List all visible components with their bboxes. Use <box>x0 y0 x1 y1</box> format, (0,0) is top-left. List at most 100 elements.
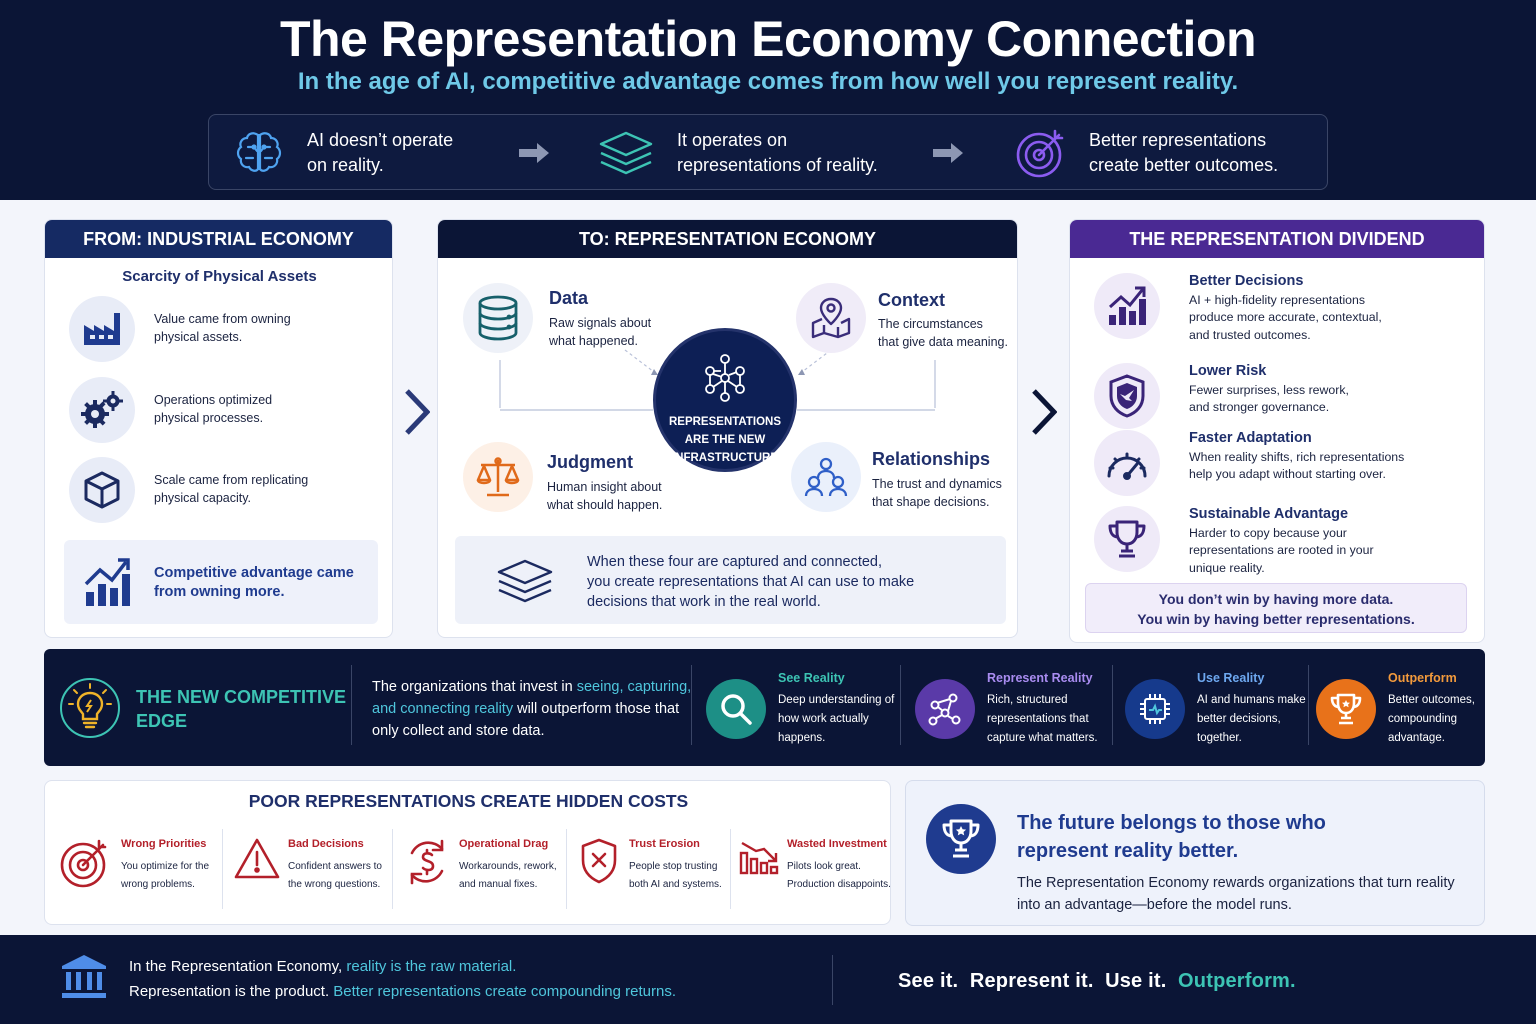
list-item: Operations optimized physical processes. <box>69 377 389 443</box>
node-judgment-title: Judgment <box>547 452 634 472</box>
dividend-callout: You don’t win by having more data. You w… <box>1085 583 1467 633</box>
step-title: Represent Reality <box>987 671 1093 685</box>
node-judgment-line1: Human insight about <box>547 480 662 494</box>
list-item: Value came from owning physical assets. <box>69 296 389 362</box>
dividend-title: Faster Adaptation <box>1189 430 1312 446</box>
chevron-right-icon <box>1031 388 1057 436</box>
industrial-economy-heading: FROM: INDUSTRIAL ECONOMY <box>45 220 392 258</box>
list-item-line2: physical processes. <box>154 410 264 425</box>
cost-title: Trust Erosion <box>629 838 700 850</box>
node-context-line2: that give data meaning. <box>878 334 1008 349</box>
people-icon <box>791 442 861 512</box>
list-item-line1: Value came from owning <box>154 312 291 326</box>
dividend-line: and stronger governance. <box>1189 400 1330 415</box>
dividend-title: Better Decisions <box>1189 273 1304 289</box>
edge-statement-part: The organizations that invest in <box>372 679 577 695</box>
flow-step-1: AI doesn’t operate on reality. <box>231 115 453 191</box>
edge-statement-part: will outperform those that only collect … <box>372 701 680 739</box>
chevron-right-icon <box>404 388 430 436</box>
connector-lines <box>499 349 936 411</box>
tagline-text: See it. Represent it. Use it. <box>898 970 1179 992</box>
representation-callout-line2: you create representations that AI can u… <box>587 574 915 590</box>
factory-icon <box>69 296 135 362</box>
flow-step-2: It operates on representations of realit… <box>597 115 878 191</box>
representation-dividend-panel: THE REPRESENTATION DIVIDEND Better Decis… <box>1069 219 1485 643</box>
future-text: The Representation Economy rewards organ… <box>1017 875 1455 913</box>
cost-title: Operational Drag <box>459 838 549 850</box>
cost-title: Bad Decisions <box>288 838 364 850</box>
trophy-icon <box>1094 506 1160 572</box>
step-desc: AI and humans make better decisions, tog… <box>1197 694 1306 744</box>
node-data-line2: what happened. <box>549 333 638 348</box>
representation-economy-heading: TO: REPRESENTATION ECONOMY <box>438 220 1017 258</box>
list-item-line2: physical assets. <box>154 329 243 344</box>
footer-tagline: See it. Represent it. Use it. Outperform… <box>898 970 1296 993</box>
target-icon <box>1013 125 1069 181</box>
trophy-icon <box>1316 679 1376 739</box>
growth-chart-icon <box>84 556 132 608</box>
node-context-line1: The circumstances <box>878 317 983 331</box>
hero-header: The Representation Economy Connection In… <box>0 0 1536 200</box>
industrial-economy-panel: FROM: INDUSTRIAL ECONOMY Scarcity of Phy… <box>44 219 393 638</box>
representation-callout-line3: decisions that work in the real world. <box>587 594 821 610</box>
target-miss-icon <box>59 837 111 889</box>
node-relationships-title: Relationships <box>872 449 991 469</box>
trophy-badge-icon <box>925 803 997 875</box>
network-nodes-icon <box>700 353 750 403</box>
flow-step-3-line2: create better outcomes. <box>1089 155 1279 175</box>
layers-icon <box>597 128 655 178</box>
map-pin-icon <box>796 283 866 353</box>
magnifier-icon <box>706 679 766 739</box>
cube-icon <box>69 457 135 523</box>
dollar-cycle-icon <box>404 837 450 887</box>
footer-line2: Representation is the product. Better re… <box>129 979 676 1004</box>
layers-icon <box>495 556 555 606</box>
representation-callout-line1: When these four are captured and connect… <box>587 554 883 570</box>
edge-title-line1: THE NEW COMPETITIVE <box>136 687 347 707</box>
cost-desc: Confident answers to the wrong questions… <box>288 861 382 890</box>
future-title-line1: The future belongs to those who <box>1017 812 1326 834</box>
dividend-line: When reality shifts, rich representation… <box>1189 450 1405 464</box>
step-title: See Reality <box>778 671 845 685</box>
flow-step-2-line1: It operates on <box>677 130 788 150</box>
edge-statement: The organizations that invest in seeing,… <box>372 676 692 742</box>
cost-title: Wasted Investment <box>787 838 887 850</box>
industrial-callout-line1: Competitive advantage came <box>154 565 354 581</box>
concept-flow: AI doesn’t operate on reality. It operat… <box>208 114 1328 190</box>
cost-item: Wasted Investment Pilots look great. Pro… <box>739 833 890 913</box>
dividend-line: Harder to copy because your <box>1189 526 1347 540</box>
tagline-highlight: Outperform. <box>1178 970 1296 992</box>
network-icon <box>915 679 975 739</box>
footer-line1: In the Representation Economy, reality i… <box>129 954 676 979</box>
node-data-title: Data <box>549 288 589 308</box>
cost-item: Bad Decisions Confident answers to the w… <box>234 833 404 913</box>
dividend-line: AI + high-fidelity representations <box>1189 293 1366 307</box>
list-item-line2: physical capacity. <box>154 490 252 505</box>
cost-title: Wrong Priorities <box>121 838 207 850</box>
dividend-line: help you adapt without starting over. <box>1189 467 1386 482</box>
dividend-line: produce more accurate, contextual, <box>1189 310 1382 325</box>
bar-chart-icon <box>1094 273 1160 339</box>
edge-title-line2: EDGE <box>136 711 188 731</box>
industrial-economy-subheading: Scarcity of Physical Assets <box>122 268 317 285</box>
cost-desc: You optimize for the wrong problems. <box>121 861 210 890</box>
step-desc: Better outcomes, compounding advantage. <box>1388 694 1475 744</box>
node-context-title: Context <box>878 290 945 310</box>
brain-icon <box>231 125 287 181</box>
arrow-right-icon <box>931 141 965 165</box>
dividend-title: Sustainable Advantage <box>1189 506 1349 522</box>
institution-icon <box>60 953 108 1001</box>
dividend-line: and trusted outcomes. <box>1189 327 1311 342</box>
footer-highlight: Better representations create compoundin… <box>333 983 676 1000</box>
hidden-costs-heading: POOR REPRESENTATIONS CREATE HIDDEN COSTS <box>248 791 689 811</box>
hub-label-line1: REPRESENTATIONS <box>668 416 782 428</box>
step-desc: Deep understanding of how work actually … <box>778 694 895 744</box>
chip-icon <box>1125 679 1185 739</box>
list-item-line1: Scale came from replicating <box>154 473 309 487</box>
industrial-callout-line2: from owning more. <box>154 584 285 600</box>
declining-chart-icon <box>739 837 779 877</box>
dividend-line: unique reality. <box>1189 560 1265 575</box>
list-item-line1: Operations optimized <box>154 393 273 407</box>
gauge-icon <box>1094 430 1160 496</box>
footer-text: In the Representation Economy, <box>129 958 347 975</box>
